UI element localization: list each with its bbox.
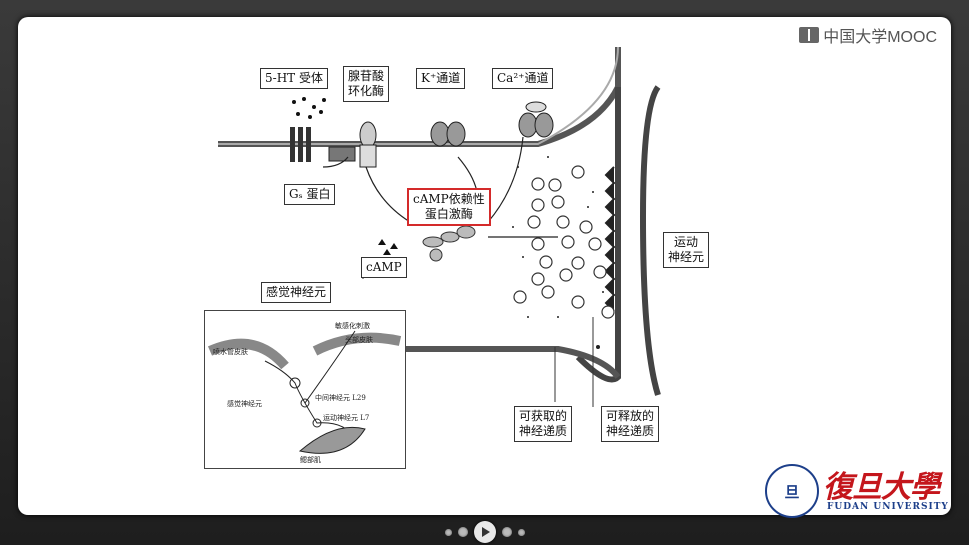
inset-interneuron: 中间神经元 L29 bbox=[315, 393, 366, 403]
label-sensory-neuron: 感觉神经元 bbox=[261, 282, 331, 303]
fudan-seal-text: 旦 bbox=[784, 481, 799, 502]
inset-sensitizing: 敏感化刺激 bbox=[335, 321, 370, 331]
label-receptor: 5-HT 受体 bbox=[260, 68, 328, 89]
fudan-name-cn: 復旦大學 bbox=[823, 462, 939, 506]
label-k-channel: K⁺通道 bbox=[416, 68, 465, 89]
prev-prev-button[interactable] bbox=[445, 529, 452, 536]
fudan-logo: 旦 復旦大學 FUDAN UNIVERSITY bbox=[765, 462, 950, 522]
play-button[interactable] bbox=[474, 521, 496, 543]
inset-sensory: 感觉神经元 bbox=[227, 399, 262, 409]
next-next-button[interactable] bbox=[518, 529, 525, 536]
label-camp: cAMP bbox=[361, 257, 407, 278]
inset-head-skin: 头部皮肤 bbox=[345, 335, 373, 345]
inset-drawing bbox=[205, 311, 405, 468]
next-button[interactable] bbox=[502, 527, 512, 537]
player-controls bbox=[0, 519, 969, 545]
fudan-name-en: FUDAN UNIVERSITY bbox=[827, 502, 949, 512]
label-motor-neuron: 运动 神经元 bbox=[663, 232, 709, 268]
inset-gill: 鳃部肌 bbox=[300, 455, 321, 465]
label-pka: cAMP依赖性 蛋白激酶 bbox=[407, 188, 491, 226]
inset-motor: 运动神经元 L7 bbox=[323, 413, 369, 423]
label-gs-protein: Gₛ 蛋白 bbox=[284, 184, 335, 205]
label-releasable-nt: 可释放的 神经递质 bbox=[601, 406, 659, 442]
label-cyclase: 腺苷酸 环化酶 bbox=[343, 66, 389, 102]
inset-siphon-skin: 喷水管皮肤 bbox=[213, 347, 248, 357]
aplysia-inset: 喷水管皮肤 敏感化刺激 头部皮肤 感觉神经元 中间神经元 L29 运动神经元 L… bbox=[204, 310, 406, 469]
label-ca-channel: Ca²⁺通道 bbox=[492, 68, 553, 89]
prev-button[interactable] bbox=[458, 527, 468, 537]
slide: 中国大学MOOC bbox=[18, 17, 951, 515]
label-available-nt: 可获取的 神经递质 bbox=[514, 406, 572, 442]
fudan-seal-icon: 旦 bbox=[765, 464, 819, 518]
synapse-diagram bbox=[18, 17, 951, 515]
